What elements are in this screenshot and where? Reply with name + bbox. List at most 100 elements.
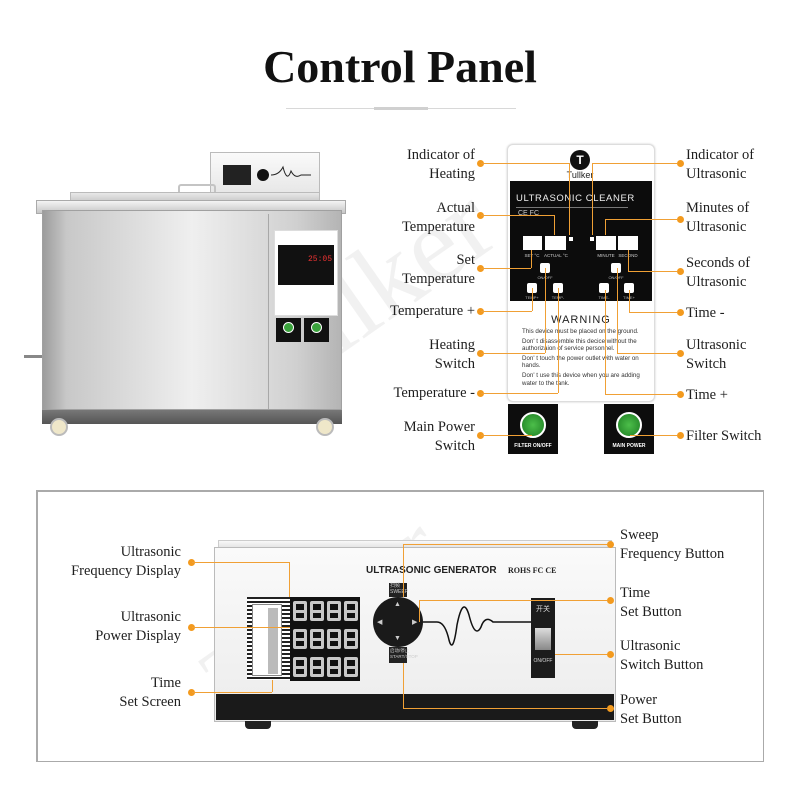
label-ultrasonic-frequency-display: Ultrasonic Frequency Display [71,544,181,579]
ultrasonic-power-rocker-switch[interactable]: 开关 ON/OFF [531,598,555,678]
callout-dot-icon [677,268,684,275]
callout-leader-line [592,163,593,235]
ultrasonic-indicator-light [590,237,594,241]
lid-handle[interactable] [178,184,216,194]
main-power-switch-button[interactable]: MAIN POWER [604,404,654,454]
callout-leader-line [192,692,272,693]
switch-top-label: 开关 [536,606,550,613]
warning-line: This device must be placed on the ground… [522,328,639,335]
power-display [290,625,360,653]
callout-dot-icon [188,559,195,566]
callout-leader-line [592,163,677,164]
callout-leader-line [558,288,559,393]
callout-leader-line [403,663,404,708]
callout-dot-icon [607,705,614,712]
label-temperature-plus: Temperature + [390,303,475,319]
drain-valve-icon[interactable] [24,355,42,358]
callout-leader-line [419,600,420,622]
callout-leader-line [403,544,607,545]
callout-dot-icon [477,160,484,167]
warning-line: Don' t use this device when you are addi… [522,371,640,387]
mini-panel-display: 25:05 [278,245,334,285]
warning-text: This device must be placed on the ground… [522,328,652,389]
callout-leader-line [403,708,607,709]
generator-foot [572,721,598,729]
label-time-set-button: Time Set Button [620,585,682,620]
time-minus-button[interactable] [599,283,609,293]
tank-divider [268,214,269,409]
button-label: TIME- [598,295,610,300]
label-minutes-of-ultrasonic: Minutes of Ultrasonic [686,200,750,235]
callout-dot-icon [607,541,614,548]
seconds-display [618,236,638,250]
callout-leader-line [531,250,532,268]
callout-leader-line [605,219,606,235]
callout-leader-line [272,680,273,692]
arrow-left-icon[interactable]: ◀ [377,619,383,626]
callout-leader-line [629,312,677,313]
switch-bottom-label: ON/OFF [533,658,553,664]
callout-leader-line [629,290,630,312]
callout-leader-line [617,268,618,353]
display-label: MINUTE [597,253,615,258]
label-filter-switch: Filter Switch [686,428,762,444]
mini-filter-switch[interactable] [276,318,301,342]
keypad-dial[interactable]: ▲ ▼ ◀ ▶ [373,597,423,647]
display-label: SET °C [524,253,540,258]
green-switch-icon [520,412,546,438]
start-stop-button[interactable]: 启动/停止 START/STOP [389,647,418,663]
rocker-icon[interactable] [535,628,551,650]
filter-switch-button[interactable]: FILTER ON/OFF [508,404,558,454]
switch-label: MAIN POWER [612,443,646,449]
title-divider-accent [374,107,428,110]
button-label: TEMP+ [522,295,542,300]
callout-leader-line [481,311,532,312]
callout-dot-icon [677,160,684,167]
mini-main-power-switch[interactable] [304,318,329,342]
caster-wheel-icon [316,418,334,436]
button-label: TEMP- [548,295,568,300]
caster-wheel-icon [50,418,68,436]
callout-leader-line [481,215,554,216]
button-label: TIME+ [619,295,639,300]
callout-dot-icon [677,350,684,357]
ultrasonic-switch-button[interactable] [611,263,621,273]
tank-top-generator [210,152,320,199]
callout-leader-line [481,163,569,164]
time-plus-button[interactable] [624,283,634,293]
button-label: ON/OFF [608,275,624,280]
callout-dot-icon [677,216,684,223]
callout-leader-line [605,394,677,395]
callout-leader-line [403,544,404,597]
label-ultrasonic-power-display: Ultrasonic Power Display [95,609,181,644]
callout-leader-line [605,219,677,220]
switch-label: FILTER ON/OFF [514,443,552,449]
frequency-display [290,597,360,625]
arrow-down-icon[interactable]: ▼ [394,635,401,642]
label-seconds-of-ultrasonic: Seconds of Ultrasonic [686,255,751,290]
label-heating-switch: Heating Switch [429,337,475,372]
callout-leader-line [419,600,607,601]
mini-time-display: 25:05 [308,255,333,264]
generator-brand: ULTRASONIC GENERATOR [366,565,497,576]
arrow-right-icon[interactable]: ▶ [412,619,418,626]
warning-title: WARNING [551,314,611,326]
callout-dot-icon [677,391,684,398]
callout-dot-icon [477,390,484,397]
callout-leader-line [532,288,533,311]
arrow-up-icon[interactable]: ▲ [394,601,401,608]
time-scale-bar [268,608,278,674]
callout-leader-line [569,163,570,235]
label-ultrasonic-switch-button: Ultrasonic Switch Button [620,638,704,673]
callout-leader-line [630,435,677,436]
panel-heading-rule [516,207,628,208]
tank-base [42,410,342,424]
sweep-frequency-button[interactable]: 扫频 SWEEP [389,583,409,597]
callout-leader-line [628,250,629,271]
callout-dot-icon [188,624,195,631]
display-label: SECOND [617,253,639,258]
generator-foot [245,721,271,729]
generator-mini-knob [257,169,269,181]
callout-leader-line [192,627,290,628]
callout-leader-line [555,654,607,655]
